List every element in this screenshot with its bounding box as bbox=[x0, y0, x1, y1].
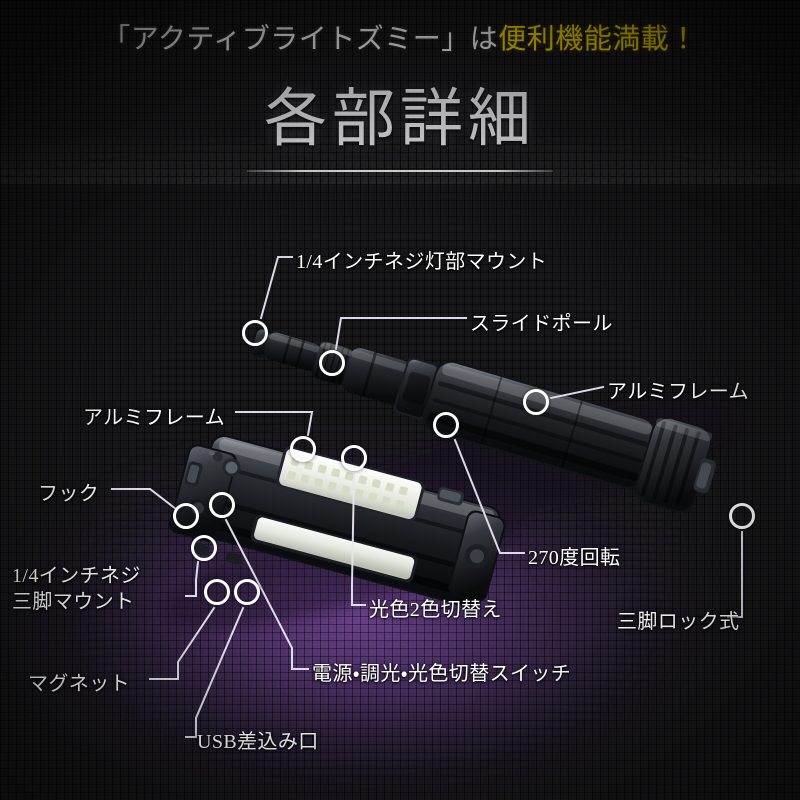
callout-label-power-dim-color-switch: 電源・調光・光色切替スイッチ bbox=[312, 663, 572, 685]
callout-label-two-color-switch: 光色2色切替え bbox=[369, 599, 502, 621]
tagline-product-name: 「アクティブライトズミー」は bbox=[102, 24, 499, 55]
callout-label-rotate-270: 270度回転 bbox=[528, 547, 621, 569]
callout-marker-tripod-mount-screw bbox=[191, 535, 217, 561]
callout-marker-slide-pole bbox=[319, 350, 345, 376]
callout-marker-aluminum-frame-right bbox=[523, 389, 549, 415]
title-underline bbox=[247, 170, 553, 172]
callout-label-magnet: マグネット bbox=[28, 673, 130, 695]
callout-marker-tripod-lock bbox=[729, 503, 755, 529]
callout-label-aluminum-frame-left: アルミフレーム bbox=[83, 407, 225, 429]
callout-label-light-head-mount: 1/4インチネジ灯部マウント bbox=[296, 251, 548, 273]
callout-marker-hook bbox=[173, 503, 199, 529]
callout-label-aluminum-frame-right: アルミフレーム bbox=[607, 381, 749, 403]
callout-marker-two-color-switch bbox=[341, 445, 367, 471]
callout-marker-usb-port bbox=[234, 579, 260, 605]
tagline: 「アクティブライトズミー」は便利機能満載！ bbox=[0, 26, 800, 54]
callout-label-tripod-mount-screw: 1/4インチネジ 三脚マウント bbox=[12, 565, 141, 613]
tagline-highlight: 便利機能満載！ bbox=[498, 24, 698, 55]
callout-marker-aluminum-frame-left bbox=[290, 436, 316, 462]
callout-label-tripod-lock: 三脚ロック式 bbox=[617, 611, 740, 633]
callout-label-slide-pole: スライドポール bbox=[470, 313, 613, 335]
callout-marker-light-head-mount bbox=[242, 320, 268, 346]
callout-label-usb-port: USB差込み口 bbox=[197, 731, 319, 753]
callout-marker-magnet bbox=[204, 579, 230, 605]
page-title: 各部詳細 bbox=[264, 84, 536, 154]
callout-marker-rotate-270 bbox=[433, 412, 459, 438]
callout-label-hook: フック bbox=[38, 483, 100, 505]
callout-marker-power-dim-color-switch bbox=[209, 492, 235, 518]
